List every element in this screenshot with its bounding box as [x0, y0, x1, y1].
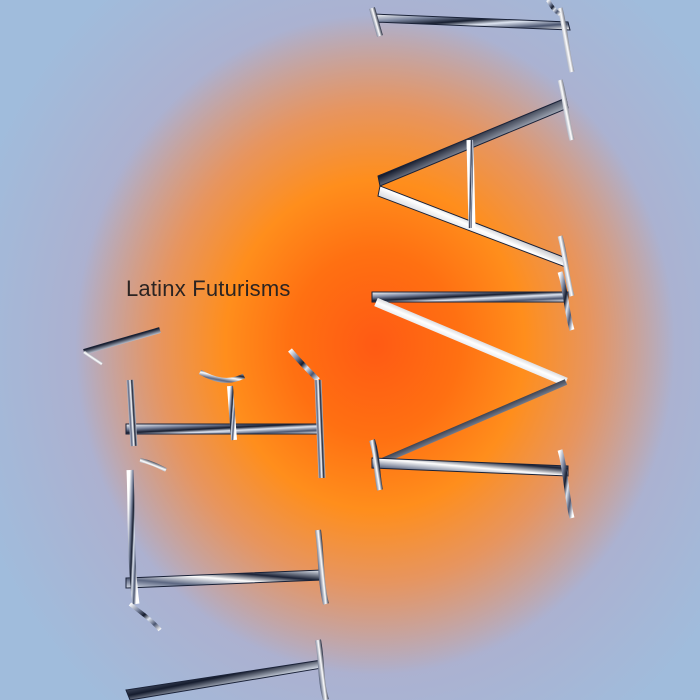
letter-r-partial	[125, 639, 329, 700]
subtitle: Latinx Futurisms	[126, 276, 291, 301]
letter-partial-top	[369, 0, 575, 73]
letter-a	[377, 79, 575, 297]
letter-m	[369, 271, 575, 519]
letter-accent	[83, 327, 161, 366]
letter-t	[125, 458, 329, 632]
letter-e	[125, 348, 326, 479]
